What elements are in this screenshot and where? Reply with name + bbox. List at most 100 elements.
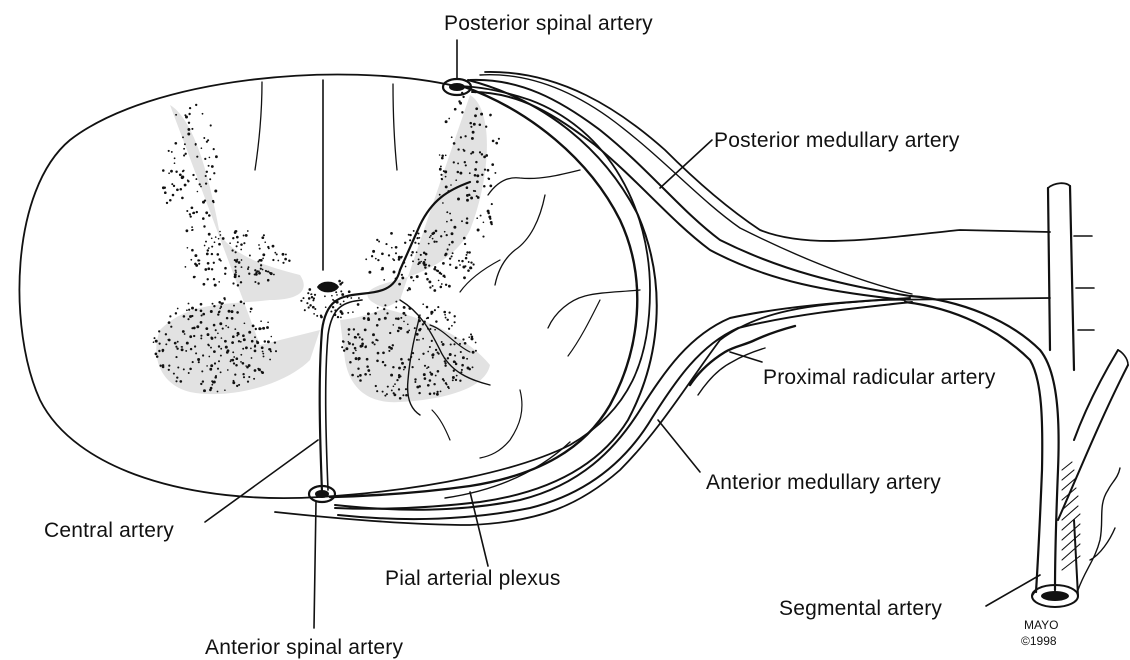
stipple-dot xyxy=(445,253,448,256)
stipple-dot xyxy=(224,267,227,270)
stipple-dot xyxy=(217,368,219,370)
stipple-dot xyxy=(449,213,451,215)
stipple-dot xyxy=(436,391,438,393)
stipple-dot xyxy=(176,376,178,378)
stipple-dot xyxy=(361,344,364,347)
stipple-dot xyxy=(238,384,240,386)
stipple-dot xyxy=(489,114,492,117)
stipple-dot xyxy=(480,215,482,217)
stipple-dot xyxy=(454,315,456,317)
stipple-dot xyxy=(420,254,422,256)
stipple-dot xyxy=(409,234,411,236)
stipple-dot xyxy=(447,248,449,250)
stipple-dot xyxy=(217,391,219,393)
stipple-dot xyxy=(395,246,398,249)
stipple-dot xyxy=(481,153,483,155)
stipple-dot xyxy=(417,263,419,265)
stipple-dot xyxy=(170,326,172,328)
stipple-dot xyxy=(332,306,334,308)
stipple-dot xyxy=(220,305,222,307)
stipple-dot xyxy=(451,241,454,244)
stipple-dot xyxy=(254,269,256,271)
stipple-dot xyxy=(189,368,192,371)
stipple-dot xyxy=(393,271,396,274)
stipple-dot xyxy=(225,346,228,349)
stipple-dot xyxy=(440,273,442,275)
stipple-dot xyxy=(211,253,213,255)
stipple-dot xyxy=(243,338,246,341)
stipple-dot xyxy=(183,148,185,150)
stipple-dot xyxy=(372,250,375,253)
stipple-dot xyxy=(388,346,391,349)
stipple-dot xyxy=(230,359,232,361)
stipple-dot xyxy=(439,154,441,156)
stipple-dot xyxy=(213,148,215,150)
stipple-dot xyxy=(466,186,469,189)
stipple-dot xyxy=(335,291,337,293)
stipple-dot xyxy=(448,387,450,389)
stipple-dot xyxy=(428,264,430,266)
stipple-dot xyxy=(235,269,237,271)
stipple-dot xyxy=(472,366,474,368)
stipple-dot xyxy=(243,235,245,237)
stipple-dot xyxy=(192,229,194,231)
stipple-dot xyxy=(241,266,243,268)
stipple-dot xyxy=(386,393,388,395)
stipple-dot xyxy=(445,284,447,286)
stipple-dot xyxy=(195,178,197,180)
stipple-dot xyxy=(258,368,261,371)
stipple-dot xyxy=(209,389,212,392)
stipple-dot xyxy=(208,165,210,167)
stipple-dot xyxy=(371,255,373,257)
stipple-dot xyxy=(184,333,186,335)
stipple-dot xyxy=(162,349,165,352)
stipple-dot xyxy=(217,313,219,315)
stipple-dot xyxy=(448,285,451,288)
stipple-dot xyxy=(203,225,205,227)
stipple-dot xyxy=(428,243,430,245)
stipple-dot xyxy=(275,350,277,352)
stipple-dot xyxy=(409,288,411,290)
stipple-dot xyxy=(395,252,397,254)
stipple-dot xyxy=(198,263,200,265)
stipple-dot xyxy=(491,223,493,225)
stipple-dot xyxy=(398,327,400,329)
stipple-dot xyxy=(174,342,177,345)
stipple-dot xyxy=(336,294,338,296)
stipple-dot xyxy=(432,238,434,240)
stipple-dot xyxy=(451,136,453,138)
stipple-dot xyxy=(446,234,448,236)
stipple-dot xyxy=(391,389,393,391)
stipple-dot xyxy=(190,259,192,261)
stipple-dot xyxy=(218,360,220,362)
stipple-dot xyxy=(437,352,439,354)
stipple-dot xyxy=(179,380,182,383)
stipple-dot xyxy=(214,284,217,287)
stipple-dot xyxy=(235,251,237,253)
leader-anterior-medullary xyxy=(658,420,700,472)
stipple-dot xyxy=(168,172,170,174)
stipple-dot xyxy=(242,362,245,365)
stipple-dot xyxy=(220,371,222,373)
stipple-dot xyxy=(260,259,263,262)
stipple-dot xyxy=(250,348,252,350)
stipple-dot xyxy=(320,316,323,319)
stipple-dot xyxy=(419,237,421,239)
stipple-dot xyxy=(470,126,472,128)
stipple-dot xyxy=(276,253,278,255)
stipple-dot xyxy=(395,306,397,308)
stipple-dot xyxy=(462,96,464,98)
stipple-dot xyxy=(207,139,209,141)
stipple-dot xyxy=(208,356,210,358)
stipple-dot xyxy=(388,350,390,352)
stipple-dot xyxy=(357,333,360,336)
stipple-dot xyxy=(200,186,202,188)
stipple-dot xyxy=(352,352,354,354)
stipple-dot xyxy=(451,325,453,327)
stipple-dot xyxy=(364,329,367,332)
stipple-dot xyxy=(224,273,226,275)
stipple-dot xyxy=(398,283,401,286)
stipple-dot xyxy=(384,317,387,320)
stipple-dot xyxy=(460,136,462,138)
stipple-dot xyxy=(314,294,316,296)
